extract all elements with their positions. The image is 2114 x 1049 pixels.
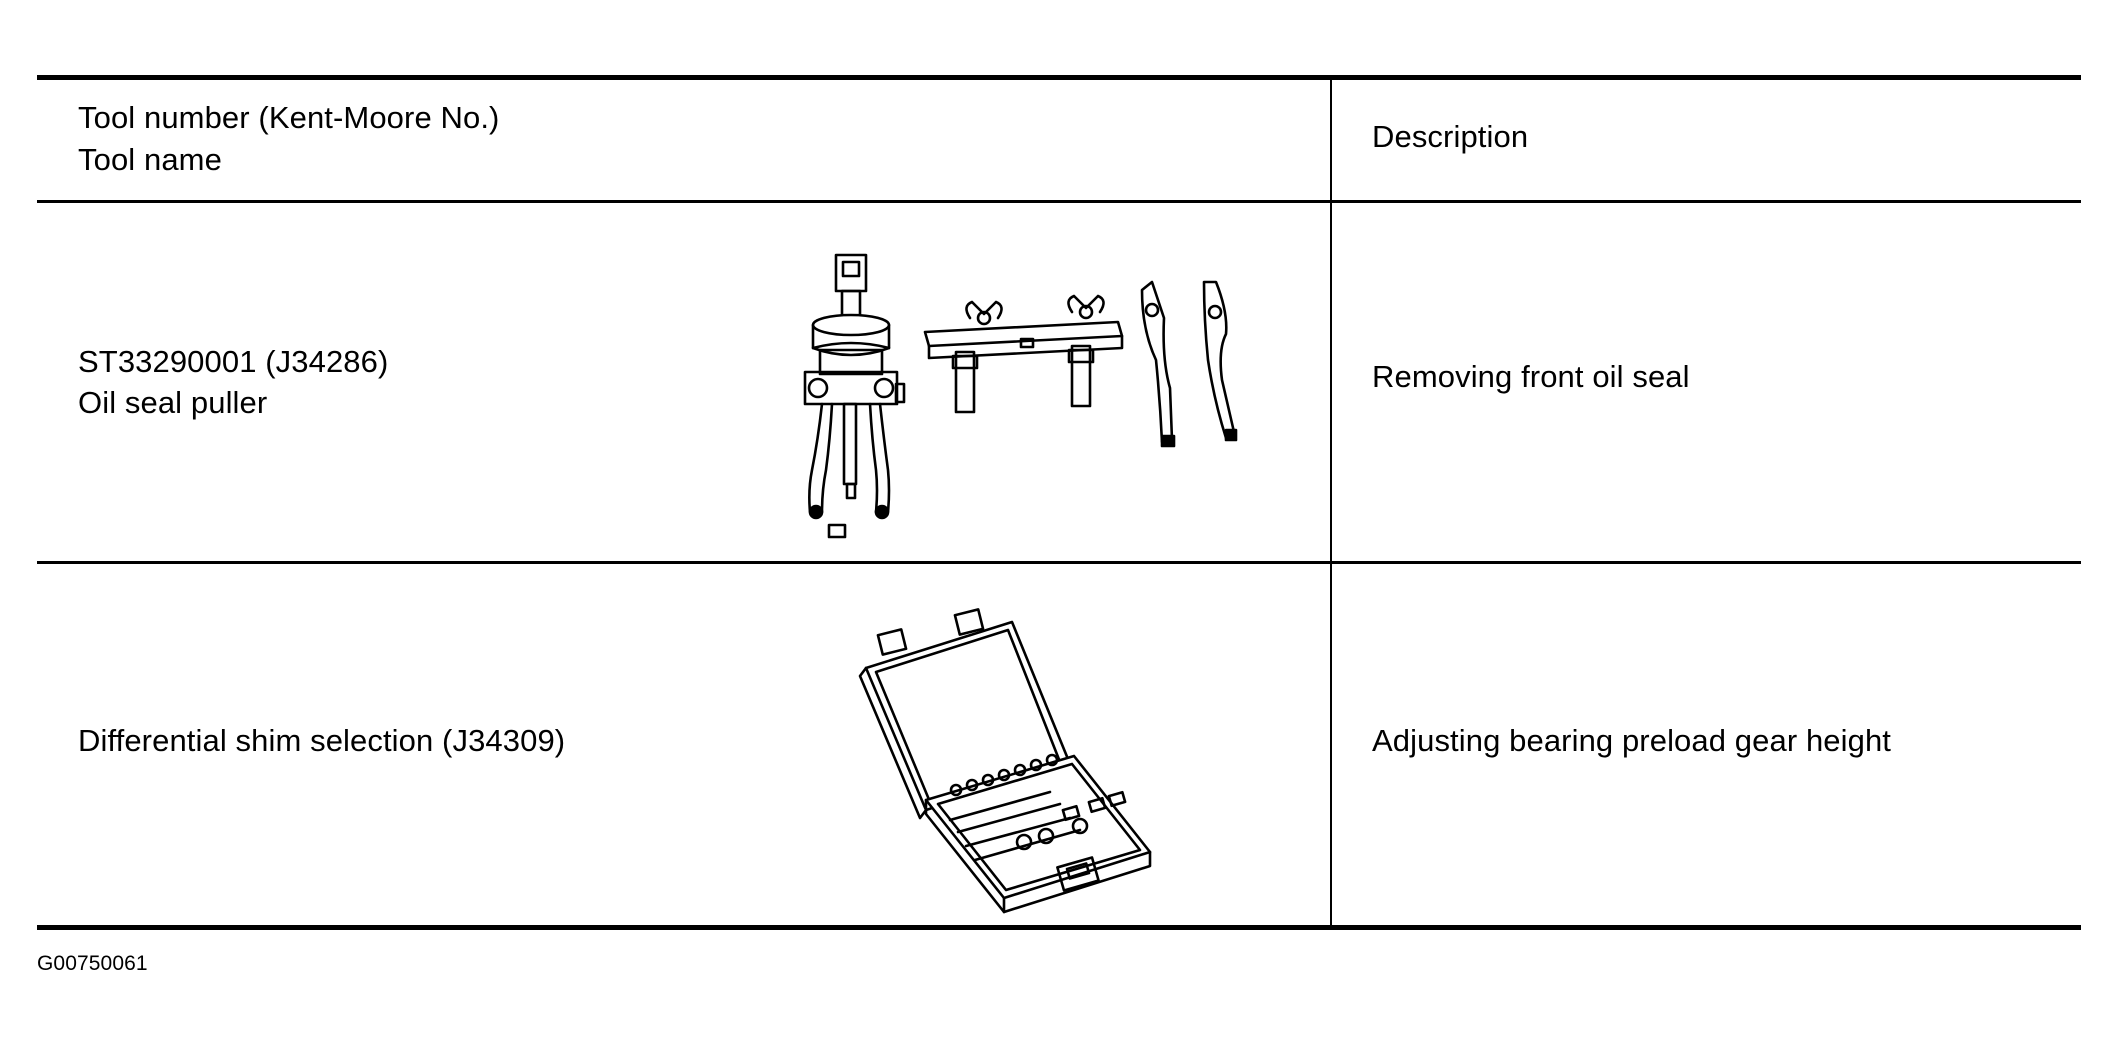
row2-tool-number: Differential shim selection (J34309) bbox=[78, 723, 566, 758]
table-bottom-rule bbox=[37, 925, 2081, 930]
table-top-rule bbox=[37, 75, 2081, 80]
puller-crossbar bbox=[923, 294, 1124, 414]
puller-body bbox=[803, 253, 906, 539]
puller-hooks bbox=[1140, 280, 1238, 448]
header-description: Description bbox=[1372, 119, 1529, 154]
column-divider bbox=[1330, 80, 1332, 927]
row1-description: Removing front oil seal bbox=[1372, 359, 1690, 394]
row1-tool-number: ST33290001 (J34286) bbox=[78, 344, 389, 379]
row1-tool-name: Oil seal puller bbox=[78, 385, 268, 420]
header-tool-name: Tool name bbox=[78, 142, 222, 177]
row2-description: Adjusting bearing preload gear height bbox=[1372, 723, 1892, 758]
header-bottom-rule bbox=[37, 200, 2081, 203]
row1-bottom-rule bbox=[37, 561, 2081, 564]
figure-id: G00750061 bbox=[37, 952, 148, 975]
kit-base bbox=[924, 753, 1152, 914]
header-tool-number: Tool number (Kent-Moore No.) bbox=[78, 100, 500, 135]
